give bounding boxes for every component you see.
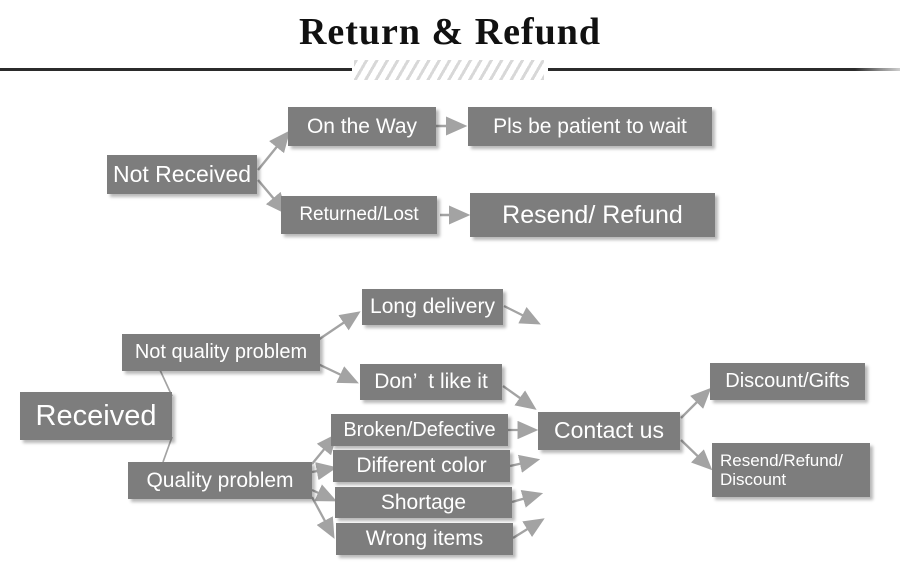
- node-not-received[interactable]: Not Received: [107, 155, 257, 194]
- node-wrong-items[interactable]: Wrong items: [336, 523, 513, 555]
- line-received-to-quality-problem: [162, 436, 173, 463]
- node-resend-refund[interactable]: Resend/ Refund: [470, 193, 715, 237]
- node-shortage[interactable]: Shortage: [335, 487, 512, 518]
- node-contact-us[interactable]: Contact us: [538, 412, 680, 450]
- arrow-not-received-to-on-the-way: [257, 130, 291, 171]
- divider-hatch-ornament: [354, 60, 544, 80]
- page-title: Return & Refund: [298, 11, 602, 53]
- arrow-dont-like-it-to-contact-us: [502, 385, 537, 410]
- node-not-quality-problem[interactable]: Not quality problem: [122, 334, 320, 371]
- node-long-delivery[interactable]: Long delivery: [362, 289, 503, 325]
- arrow-not-quality-to-long-delivery: [317, 311, 361, 341]
- node-discount-gifts[interactable]: Discount/Gifts: [710, 363, 865, 400]
- arrow-shortage-to-contact-us: [511, 489, 544, 508]
- arrow-not-quality-to-dont-like-it: [317, 362, 359, 384]
- arrow-quality-to-different-color: [311, 462, 338, 481]
- node-on-the-way[interactable]: On the Way: [288, 107, 436, 146]
- node-dont-like-it[interactable]: Don’ t like it: [360, 364, 502, 400]
- divider-line-right-fade: [800, 68, 900, 71]
- arrow-wrong-items-to-contact-us: [512, 518, 545, 539]
- divider-line-right: [548, 68, 900, 71]
- node-received[interactable]: Received: [20, 392, 172, 440]
- arrow-contact-us-to-discount-gifts: [680, 387, 712, 419]
- arrow-different-color-to-contact-us: [509, 454, 541, 473]
- arrow-quality-to-shortage: [311, 484, 337, 502]
- node-broken-defective[interactable]: Broken/Defective: [331, 414, 508, 446]
- node-resend-refund-discount[interactable]: Resend/Refund/ Discount: [712, 443, 870, 497]
- node-different-color[interactable]: Different color: [333, 450, 510, 482]
- divider-line-left: [0, 68, 352, 71]
- arrow-quality-to-wrong-items: [310, 496, 335, 539]
- node-quality-problem[interactable]: Quality problem: [128, 462, 312, 499]
- node-returned-lost[interactable]: Returned/Lost: [281, 196, 437, 234]
- node-pls-be-patient-to-wait[interactable]: Pls be patient to wait: [468, 107, 712, 146]
- arrow-contact-us-to-resend-refund-discount: [680, 439, 713, 471]
- arrow-long-delivery-to-contact-us: [503, 304, 541, 325]
